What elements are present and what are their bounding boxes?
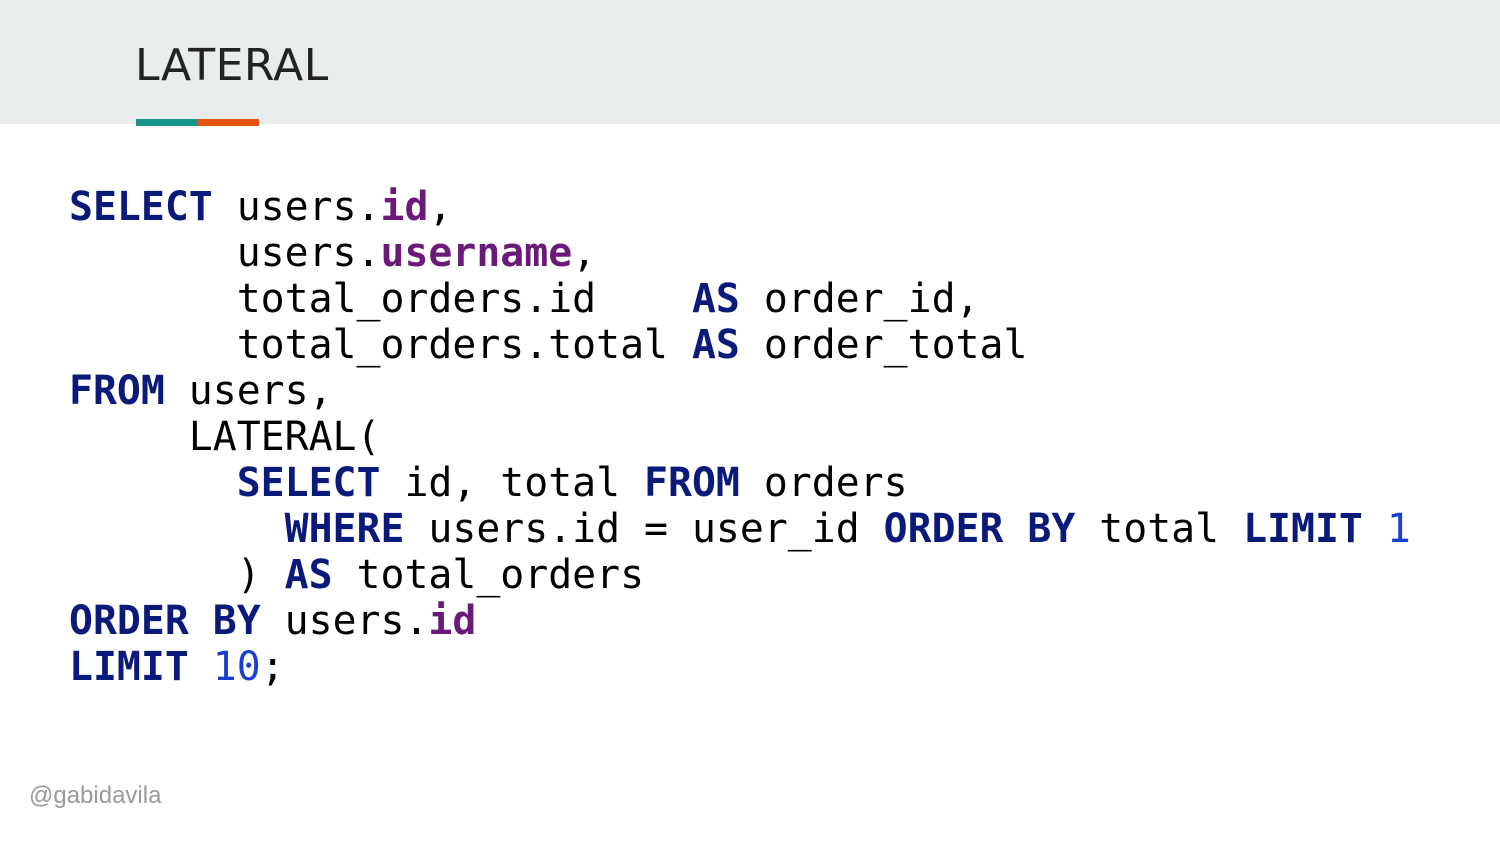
sql-keyword: LIMIT <box>1243 506 1363 552</box>
sql-field: id <box>380 184 429 230</box>
sql-number: 10 <box>212 644 261 690</box>
sql-keyword: FROM <box>69 368 165 414</box>
title-accent-orange <box>198 119 259 126</box>
sql-text <box>69 506 285 552</box>
sql-text <box>189 644 213 690</box>
code-line: ORDER BY users.id <box>69 598 1411 644</box>
sql-keyword: AS <box>284 552 333 598</box>
sql-keyword: FROM <box>644 460 740 506</box>
sql-text: users. <box>212 184 381 230</box>
sql-text: LATERAL( <box>69 414 381 460</box>
sql-keyword: WHERE <box>284 506 405 552</box>
code-line: total_orders.id AS order_id, <box>69 276 1411 322</box>
sql-text: total_orders <box>332 552 645 598</box>
sql-text <box>1363 506 1387 552</box>
sql-text: id, total <box>380 460 645 506</box>
sql-text: , <box>572 230 597 276</box>
code-line: SELECT id, total FROM orders <box>69 460 1411 506</box>
sql-text: users.id = user_id <box>404 506 884 552</box>
code-line: ) AS total_orders <box>69 552 1411 598</box>
slide-header <box>0 0 1500 124</box>
sql-text: total_orders.id <box>69 276 692 322</box>
sql-keyword: ORDER BY <box>883 506 1076 552</box>
sql-text: , <box>428 184 453 230</box>
sql-text: ; <box>260 644 285 690</box>
code-line: LIMIT 10; <box>69 644 1411 690</box>
sql-number: 1 <box>1386 506 1411 552</box>
sql-field: username <box>380 230 573 276</box>
sql-keyword: ORDER BY <box>69 598 261 644</box>
code-line: users.username, <box>69 230 1411 276</box>
sql-keyword: AS <box>691 276 740 322</box>
sql-keyword: AS <box>691 322 740 368</box>
slide-title: LATERAL <box>135 40 329 91</box>
code-line: SELECT users.id, <box>69 184 1411 230</box>
sql-text: users. <box>69 230 381 276</box>
sql-text: total_orders.total <box>69 322 692 368</box>
sql-field: id <box>428 598 477 644</box>
title-accent-teal <box>136 119 198 126</box>
code-line: FROM users, <box>69 368 1411 414</box>
code-line: LATERAL( <box>69 414 1411 460</box>
author-handle: @gabidavila <box>29 782 162 809</box>
sql-keyword: SELECT <box>236 460 381 506</box>
sql-text: orders <box>739 460 908 506</box>
sql-text <box>69 460 237 506</box>
sql-text: total <box>1075 506 1244 552</box>
sql-text: order_total <box>739 322 1028 368</box>
sql-code-block: SELECT users.id, users.username, total_o… <box>69 184 1411 690</box>
sql-text: ) <box>69 552 285 598</box>
code-line: total_orders.total AS order_total <box>69 322 1411 368</box>
sql-text: users. <box>260 598 429 644</box>
sql-text: order_id, <box>739 276 980 322</box>
sql-text: users, <box>164 368 333 414</box>
sql-keyword: LIMIT <box>69 644 189 690</box>
sql-keyword: SELECT <box>69 184 213 230</box>
code-line: WHERE users.id = user_id ORDER BY total … <box>69 506 1411 552</box>
